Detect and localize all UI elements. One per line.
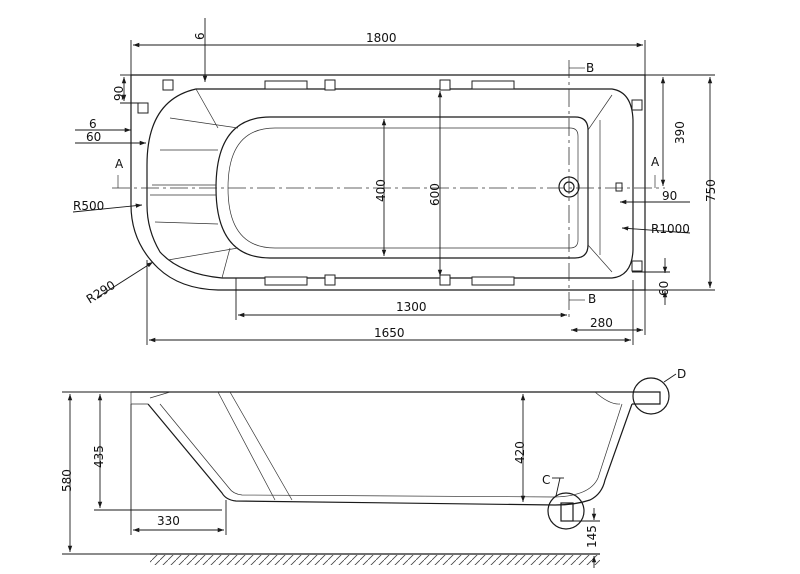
top-view-labels: 1800 6 90 6 60 A A B B R500 R290 400 600… <box>73 31 718 340</box>
radius-large-label: R500 <box>73 199 104 213</box>
side-rim <box>131 391 661 405</box>
top-view-dimensions <box>72 18 715 345</box>
dim-rim-top-label: 90 <box>112 86 126 101</box>
dim-floor-length-label: 1300 <box>396 300 427 314</box>
dim-inner-length-label: 1650 <box>374 326 405 340</box>
dim-height-rim-label: 435 <box>92 445 106 468</box>
outer-rim <box>130 74 646 291</box>
dim-half-width-label: 390 <box>673 121 687 144</box>
dim-width-label: 750 <box>704 179 718 202</box>
section-a-right-label: A <box>651 155 660 169</box>
floor-hatch <box>150 555 600 565</box>
dim-depth-label: 420 <box>513 441 527 464</box>
dim-foot-label: 330 <box>157 514 180 528</box>
dim-right-rim-label: 90 <box>662 189 677 203</box>
dim-inner-width-label: 400 <box>374 179 388 202</box>
tub-body <box>147 403 633 506</box>
dim-bottom-rim-label: 60 <box>657 281 671 296</box>
dim-top-offset-label: 6 <box>193 32 207 40</box>
dim-length-label: 1800 <box>366 31 397 45</box>
section-b-bottom-label: B <box>588 292 596 306</box>
side-view <box>130 377 670 565</box>
dim-drain-offset-label: 280 <box>590 316 613 330</box>
basin-outline <box>146 88 634 279</box>
detail-d-label: D <box>677 367 686 381</box>
leg <box>560 502 574 522</box>
section-a-left-label: A <box>115 157 124 171</box>
dim-basin-width-label: 600 <box>428 183 442 206</box>
basin-floor <box>215 116 589 259</box>
detail-d-marker <box>632 377 670 415</box>
side-view-labels: 580 435 330 420 145 C D <box>60 367 686 548</box>
dim-leg-label: 145 <box>585 525 599 548</box>
radius-right-label: R1000 <box>651 222 690 236</box>
top-view <box>112 60 665 320</box>
detail-c-marker <box>547 492 585 530</box>
section-b-top-label: B <box>586 61 594 75</box>
detail-c-label: C <box>542 473 550 487</box>
dim-left-rim-label: 60 <box>86 130 101 144</box>
side-view-dimensions <box>62 373 677 568</box>
dim-left-offset-label: 6 <box>89 117 97 131</box>
radius-small-label: R290 <box>84 278 118 306</box>
dim-height-total-label: 580 <box>60 469 74 492</box>
